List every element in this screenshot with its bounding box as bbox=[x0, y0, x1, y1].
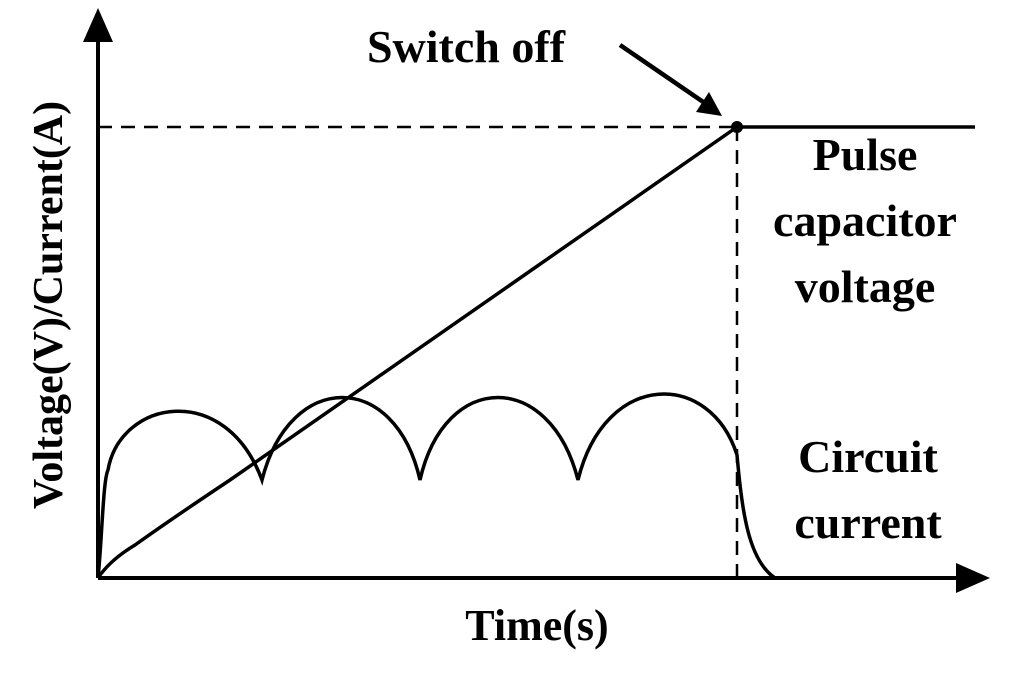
y-axis-arrowhead bbox=[83, 8, 113, 42]
annotation-arrowhead bbox=[696, 92, 722, 116]
x-axis-arrowhead bbox=[956, 563, 990, 593]
annotation-label: Switch off bbox=[367, 21, 566, 72]
y-axis-label: Voltage(V)/Current(A) bbox=[26, 101, 72, 509]
capacitor-voltage-curve bbox=[96, 125, 975, 579]
annotation-arrow bbox=[618, 43, 714, 110]
voltage-label-line-2: capacitor bbox=[773, 195, 957, 246]
current-label-line-2: current bbox=[794, 497, 942, 548]
current-label-line-1: Circuit bbox=[798, 431, 938, 482]
circuit-current-curve bbox=[96, 392, 777, 580]
voltage-label-line-3: voltage bbox=[795, 261, 936, 312]
voltage-label-line-1: Pulse bbox=[813, 129, 918, 180]
x-axis-label: Time(s) bbox=[465, 601, 608, 650]
switch-off-point bbox=[731, 121, 743, 133]
